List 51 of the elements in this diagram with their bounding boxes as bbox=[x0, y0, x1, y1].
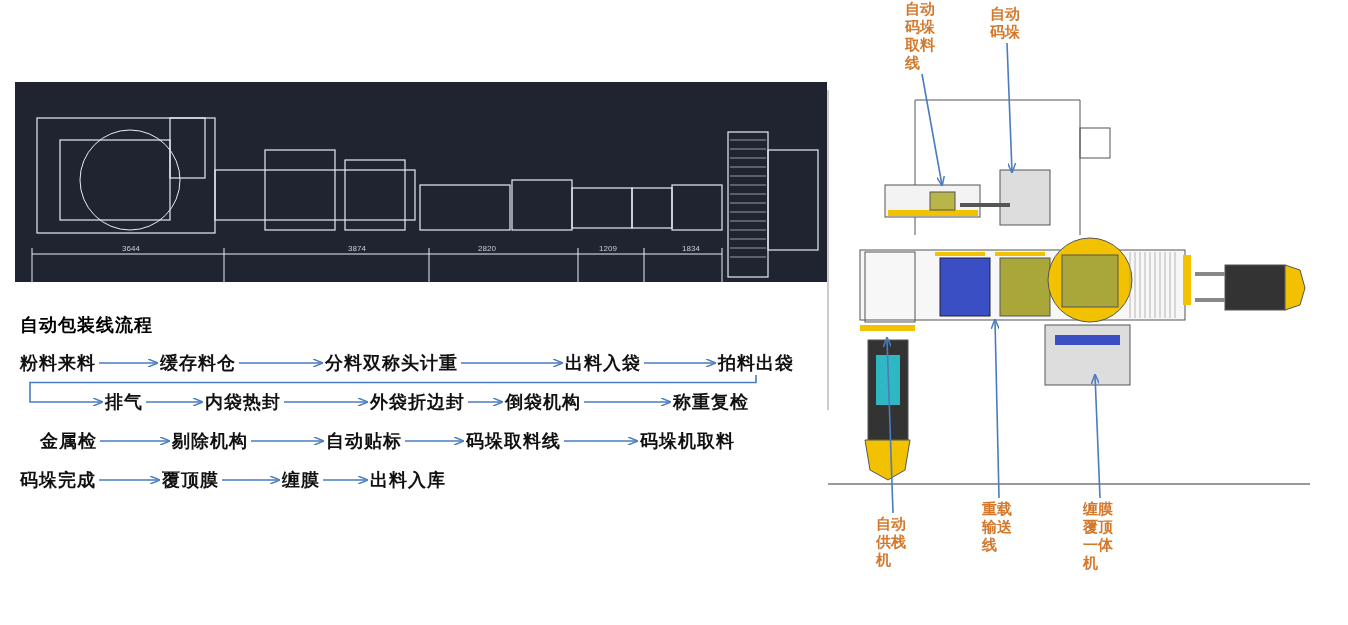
process-step: 缠膜 bbox=[282, 469, 320, 491]
arrow bbox=[467, 397, 504, 407]
dimension-value: 2820 bbox=[478, 244, 496, 253]
process-step: 分料双称头计重 bbox=[325, 352, 458, 374]
process-step: 出料入袋 bbox=[565, 352, 641, 374]
process-step: 码垛完成 bbox=[20, 469, 96, 491]
leader-arrow bbox=[882, 336, 894, 514]
arrow bbox=[99, 436, 171, 446]
process-step: 覆顶膜 bbox=[162, 469, 219, 491]
process-step: 内袋热封 bbox=[205, 391, 281, 413]
dimension-value: 3644 bbox=[122, 244, 140, 253]
arrow bbox=[643, 358, 717, 368]
dimension-value: 1209 bbox=[599, 244, 617, 253]
process-step: 码垛机取料 bbox=[640, 430, 735, 452]
callout-label: 自动供栈机 bbox=[876, 515, 910, 569]
process-step: 出料入库 bbox=[370, 469, 446, 491]
heading: 自动包装线流程 bbox=[20, 314, 153, 337]
arrow bbox=[404, 436, 465, 446]
arrow bbox=[250, 436, 325, 446]
arrow bbox=[98, 475, 161, 485]
dimension-value: 1834 bbox=[682, 244, 700, 253]
arrow bbox=[283, 397, 369, 407]
process-step: 缓存料仓 bbox=[160, 352, 236, 374]
callout-label: 缠膜覆顶一体机 bbox=[1083, 500, 1117, 572]
process-step: 粉料来料 bbox=[20, 352, 96, 374]
arrow bbox=[583, 397, 672, 407]
process-step: 外袋折边封 bbox=[370, 391, 465, 413]
arrow bbox=[145, 397, 204, 407]
process-step: 金属检 bbox=[40, 430, 97, 452]
callout-label: 自动码垛取料线 bbox=[905, 0, 939, 72]
process-step: 剔除机构 bbox=[172, 430, 248, 452]
leader-arrow bbox=[990, 318, 1000, 499]
arrow bbox=[563, 436, 639, 446]
dimension-value: 3874 bbox=[348, 244, 366, 253]
arrow bbox=[29, 374, 757, 407]
process-step: 自动贴标 bbox=[326, 430, 402, 452]
arrow bbox=[221, 475, 281, 485]
arrow bbox=[322, 475, 369, 485]
leader-arrow bbox=[1006, 42, 1017, 174]
callout-label: 重载输送线 bbox=[982, 500, 1016, 554]
leader-arrow bbox=[921, 73, 946, 187]
arrow bbox=[460, 358, 564, 368]
callout-label: 自动码垛 bbox=[990, 5, 1024, 41]
process-step: 拍料出袋 bbox=[718, 352, 794, 374]
arrow bbox=[98, 358, 159, 368]
process-step: 码垛取料线 bbox=[466, 430, 561, 452]
arrow bbox=[238, 358, 324, 368]
process-step: 倒袋机构 bbox=[505, 391, 581, 413]
process-step: 称重复检 bbox=[673, 391, 749, 413]
leader-arrow bbox=[1090, 373, 1101, 499]
process-step: 排气 bbox=[105, 391, 143, 413]
